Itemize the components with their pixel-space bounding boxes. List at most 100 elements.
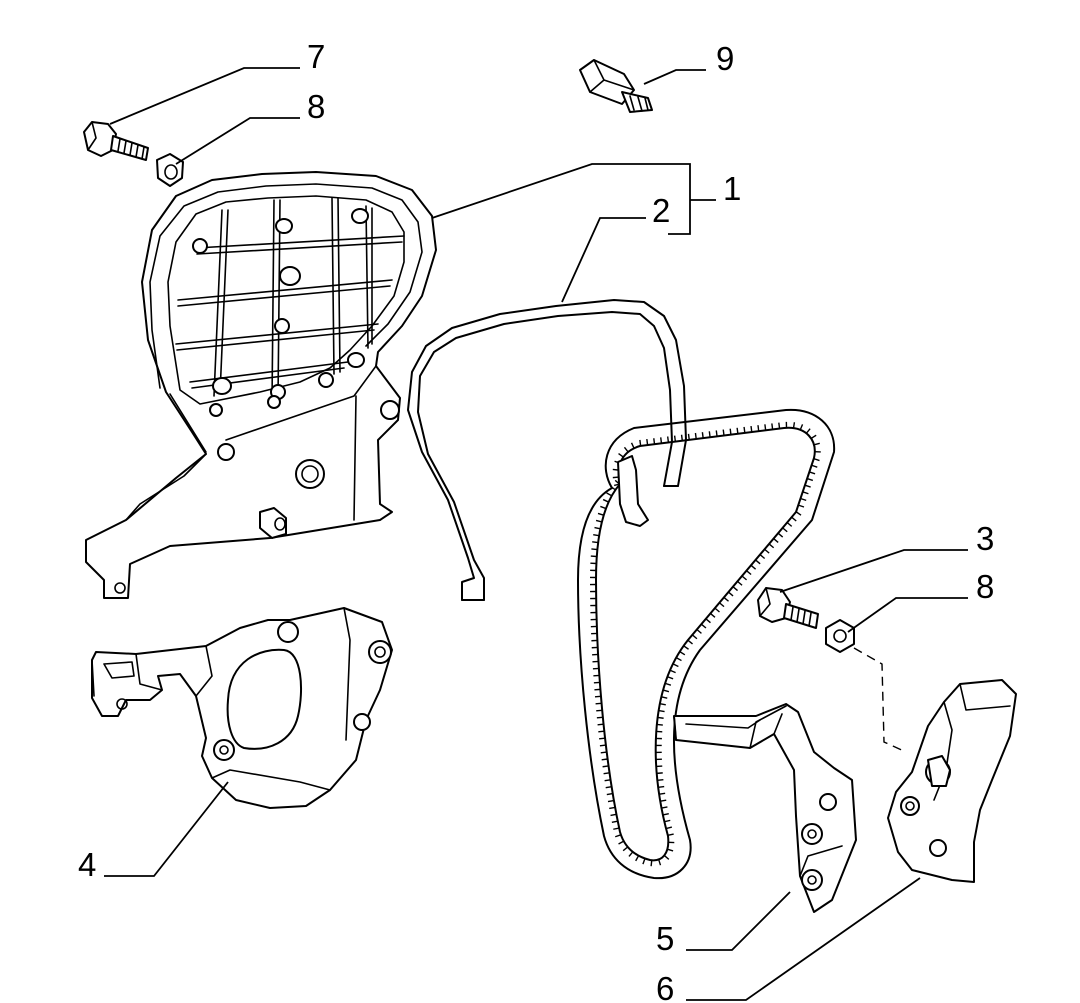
belt-tooth xyxy=(795,511,802,516)
belt-tooth xyxy=(597,512,604,516)
callout-labels: 7 8 9 1 2 3 8 4 5 6 xyxy=(78,38,994,1003)
belt-tooth xyxy=(607,799,615,803)
belt-tooth xyxy=(667,848,674,852)
belt-tooth xyxy=(661,696,668,699)
callout-9: 9 xyxy=(716,40,734,77)
belt-tooth xyxy=(705,618,711,624)
belt-tooth xyxy=(792,422,796,429)
belt-tooth xyxy=(667,676,674,680)
belt-tooth xyxy=(764,548,770,554)
belt-tooth xyxy=(653,438,656,445)
belt-tooth xyxy=(613,827,620,830)
belt-tooth xyxy=(673,435,677,442)
belt-tooth xyxy=(669,669,676,674)
part-5-inner-cover xyxy=(673,703,857,913)
belt-tooth xyxy=(715,430,718,437)
belt-tooth xyxy=(630,442,635,449)
belt-tooth xyxy=(642,858,646,865)
belt-tooth xyxy=(691,634,698,640)
belt-tooth xyxy=(729,428,732,435)
part-8-washer-right xyxy=(825,619,907,753)
belt-tooth xyxy=(722,429,725,436)
part-7-bolt xyxy=(83,121,149,161)
belt-tooth xyxy=(596,709,603,712)
belt-tooth xyxy=(599,744,606,747)
callout-8-upper: 8 xyxy=(307,88,325,125)
part-9-stud xyxy=(579,59,653,113)
callout-5: 5 xyxy=(656,920,674,957)
callout-4: 4 xyxy=(78,846,96,883)
belt-tooth xyxy=(750,425,753,433)
belt-tooth xyxy=(650,860,653,867)
belt-tooth xyxy=(757,425,760,432)
belt-tooth xyxy=(611,820,618,824)
belt-tooth xyxy=(605,786,612,789)
belt-tooth xyxy=(680,434,684,441)
belt-tooth xyxy=(687,433,690,440)
belt-tooth xyxy=(799,424,804,431)
belt-tooth xyxy=(659,702,666,706)
belt-tooth xyxy=(764,424,767,431)
timing-belt xyxy=(577,408,836,880)
belt-tooth xyxy=(813,442,820,446)
belt-tooth xyxy=(658,859,662,866)
part-6-backing-plate xyxy=(887,679,1017,883)
belt-tooth xyxy=(591,548,598,551)
belt-tooth xyxy=(809,471,816,475)
belt-tooth xyxy=(798,504,805,508)
belt-tooth xyxy=(595,519,603,523)
belt-tooth xyxy=(804,484,811,488)
belt-tooth xyxy=(606,792,613,796)
belt-tooth xyxy=(708,431,711,438)
belt-tooth xyxy=(657,779,664,782)
belt-tooth xyxy=(610,813,617,817)
belt-tooth xyxy=(672,663,679,668)
belt-tooth xyxy=(741,575,748,581)
belt-tooth xyxy=(618,840,625,845)
belt-tooth xyxy=(604,779,611,782)
belt-tooth xyxy=(600,505,607,510)
belt-tooth xyxy=(802,491,809,495)
belt-tooth xyxy=(618,452,624,458)
belt-tooth xyxy=(662,812,669,816)
belt-tooth xyxy=(660,437,663,444)
belt-tooth xyxy=(687,639,693,645)
belt-tooth xyxy=(595,702,602,705)
belt-tooth xyxy=(718,602,725,608)
belt-tooth xyxy=(614,834,622,838)
belt-tooth xyxy=(714,607,720,613)
belt-tooth xyxy=(602,498,609,503)
belt-tooth xyxy=(694,432,697,440)
belt-tooth xyxy=(596,716,603,719)
belt-tooth xyxy=(656,772,663,775)
belt-tooth xyxy=(777,532,784,538)
belt-tooth xyxy=(667,833,674,836)
belt-tooth xyxy=(773,538,779,543)
callout-6: 6 xyxy=(656,970,674,1003)
callout-3: 3 xyxy=(976,520,994,557)
belt-tooth xyxy=(666,436,670,443)
belt-tooth xyxy=(806,477,814,482)
belt-tooth xyxy=(791,516,797,522)
belt-tooth xyxy=(664,819,671,823)
callout-7: 7 xyxy=(307,38,325,75)
belt-tooth xyxy=(665,826,673,830)
belt-tooth xyxy=(623,446,629,453)
belt-tooth xyxy=(646,439,649,446)
belt-tooth xyxy=(664,682,672,686)
belt-tooth xyxy=(771,423,774,430)
belt-tooth xyxy=(709,612,716,618)
belt-tooth xyxy=(594,526,601,530)
belt-tooth xyxy=(811,464,818,468)
belt-tooth xyxy=(639,439,642,447)
belt-tooth xyxy=(606,492,613,497)
belt-tooth xyxy=(755,559,761,565)
belt-tooth xyxy=(768,543,775,549)
belt-tooth xyxy=(601,758,608,761)
callout-8-right: 8 xyxy=(976,568,994,605)
belt-tooth xyxy=(658,785,665,788)
belt-tooth xyxy=(610,485,616,491)
part-8-washer-upper xyxy=(156,153,184,187)
belt-tooth xyxy=(663,854,670,860)
